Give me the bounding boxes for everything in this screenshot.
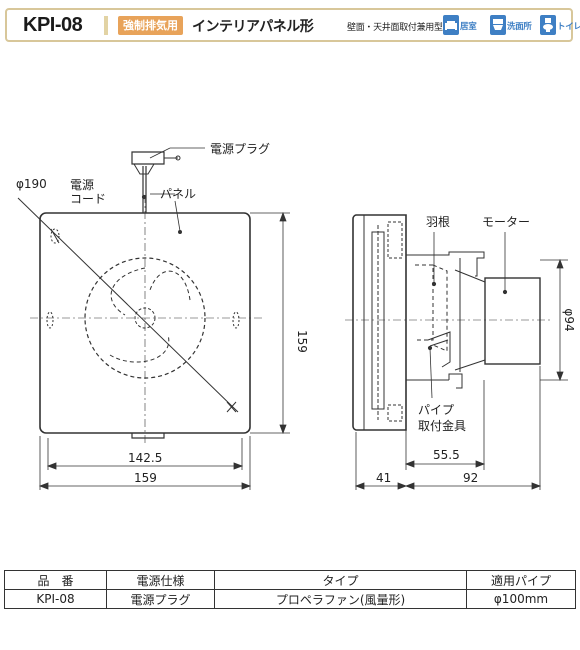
technical-drawing: 電源プラグ 電源 コード パネル φ190 159 142.5 159 — [16, 142, 576, 490]
power-plug-label: 電源プラグ — [210, 142, 270, 156]
side-dimensions — [354, 232, 568, 490]
motor-label: モーター — [482, 215, 530, 229]
product-type: インテリアパネル形 — [192, 19, 314, 35]
power-cord-label: 電源 — [70, 178, 94, 192]
column-header: タイプ — [214, 570, 467, 590]
column-header: 電源仕様 — [106, 570, 215, 590]
mounting-type: 壁面・天井面取付兼用型 — [347, 23, 443, 33]
washbasin-icon — [490, 15, 506, 35]
panel-label: パネル — [160, 187, 196, 201]
column-header: 適用パイプ — [466, 570, 576, 590]
table-cell: 電源プラグ — [106, 589, 215, 609]
table-cell: プロペラファン(風量形) — [214, 589, 467, 609]
pipe-bracket-label: 取付金具 — [418, 418, 466, 433]
front-dimensions — [38, 147, 290, 490]
diameter-94-dimension: φ94 — [562, 308, 576, 331]
table-cell: KPI-08 — [4, 589, 107, 609]
column-header: 品 番 — [4, 570, 107, 590]
diameter-190-dimension: φ190 — [16, 177, 47, 191]
table-cell: φ100mm — [466, 589, 576, 609]
table-row: KPI-08 電源プラグ プロペラファン(風量形) φ100mm — [4, 589, 576, 609]
width-142-5-dimension: 142.5 — [128, 451, 162, 465]
table-header-row: 品 番 電源仕様 タイプ 適用パイプ — [4, 570, 576, 590]
toilet-icon — [540, 15, 556, 35]
pipe-bracket-label: パイプ — [418, 403, 454, 417]
room-label: トイレ — [557, 22, 580, 32]
blade-label: 羽根 — [426, 215, 450, 229]
room-label: 洗面所 — [507, 22, 532, 32]
sofa-icon — [443, 15, 459, 35]
room-label: 居室 — [460, 22, 477, 32]
power-cord-label: コード — [70, 192, 106, 206]
depth-55-5-dimension: 55.5 — [433, 448, 460, 462]
depth-41-dimension: 41 — [376, 471, 391, 485]
depth-92-dimension: 92 — [463, 471, 478, 485]
product-header: KPI-08 強制排気用 インテリアパネル形 壁面・天井面取付兼用型 居室 洗面… — [5, 8, 580, 42]
spec-table: 品 番 電源仕様 タイプ 適用パイプ KPI-08 電源プラグ プロペラファン(… — [4, 570, 576, 609]
side-view — [345, 214, 552, 431]
width-159-dimension: 159 — [134, 471, 157, 485]
model-number: KPI-08 — [23, 14, 83, 36]
header-divider — [104, 16, 108, 35]
height-159-dimension: 159 — [295, 330, 309, 353]
usage-badge: 強制排気用 — [118, 16, 183, 35]
front-view — [17, 151, 262, 445]
